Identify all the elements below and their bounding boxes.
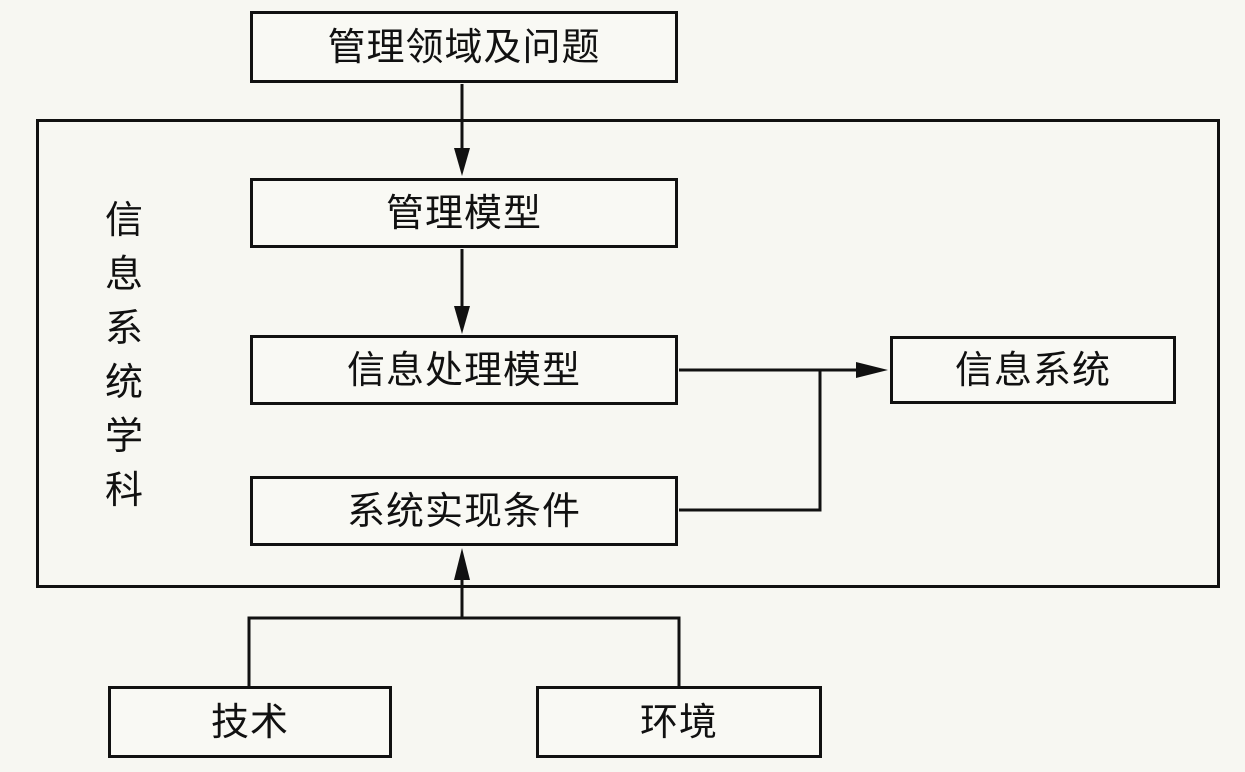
technology-label: 技术 [210,700,289,744]
discipline-label-char: 学 [105,414,144,458]
info-processing-model-label: 信息处理模型 [346,348,581,392]
system-conditions-box: 系统实现条件 [250,476,678,546]
discipline-label: 信 息 系 统 学 科 [105,201,143,509]
information-system-box: 信息系统 [890,336,1176,404]
environment-box: 环境 [536,686,822,758]
discipline-label-char: 信 [105,198,144,242]
discipline-label-char: 科 [105,468,144,512]
arrowhead-down [454,148,470,176]
environment-label: 环境 [639,700,718,744]
management-model-label: 管理模型 [385,191,542,235]
system-conditions-label: 系统实现条件 [346,489,581,533]
information-system-label: 信息系统 [954,348,1111,392]
discipline-label-char: 系 [105,306,144,350]
problem-domain-box: 管理领域及问题 [250,11,678,83]
management-model-box: 管理模型 [250,178,678,248]
arrowhead-up [454,548,470,580]
arrowhead-right [856,362,888,378]
problem-domain-label: 管理领域及问题 [327,25,601,69]
info-processing-model-box: 信息处理模型 [250,335,678,405]
technology-box: 技术 [108,686,392,758]
discipline-frame [36,119,1220,588]
arrowhead-down [454,306,470,334]
discipline-label-char: 息 [105,252,144,296]
line-conditions-to-junction [679,370,822,512]
line-tech-env-merge [247,616,681,686]
discipline-label-char: 统 [105,360,144,404]
